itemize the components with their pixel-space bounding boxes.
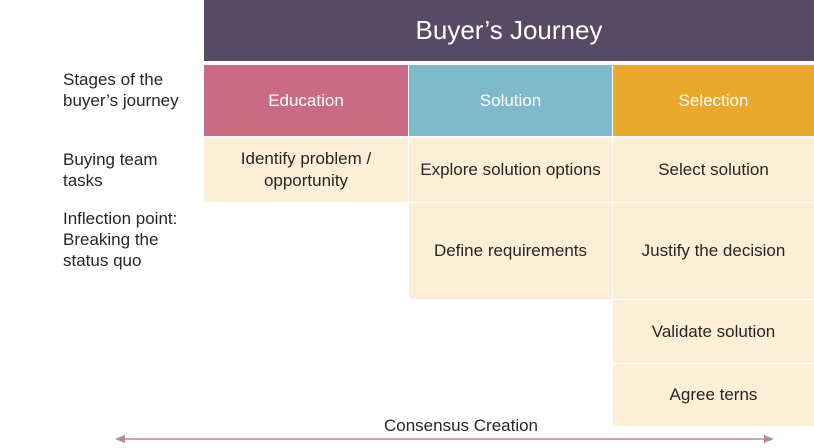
task-cell-identify-problem: Identify problem / opportunity — [204, 138, 408, 202]
stage-selection: Selection — [613, 65, 814, 136]
row-label-inflection: Inflection point: Breaking the status qu… — [63, 209, 178, 270]
stage-education: Education — [204, 65, 408, 136]
task-cell-explore-solution: Explore solution options — [409, 138, 612, 202]
arrow-head-left — [115, 435, 125, 443]
journey-title: Buyer’s Journey — [204, 0, 814, 61]
task-cell-agree-terms: Agree terns — [613, 364, 814, 426]
task-cell-define-requirements: Define requirements — [409, 203, 612, 299]
row-label-stages: Stages of the buyer’s journey — [63, 70, 179, 110]
stage-solution: Solution — [409, 65, 612, 136]
row-label-tasks: Buying team tasks — [63, 150, 158, 190]
task-cell-select-solution: Select solution — [613, 138, 814, 202]
consensus-creation-label: Consensus Creation — [383, 416, 539, 435]
task-cell-validate-solution: Validate solution — [613, 300, 814, 363]
arrow-head-right — [764, 435, 774, 443]
task-cell-justify-decision: Justify the decision — [613, 203, 814, 299]
